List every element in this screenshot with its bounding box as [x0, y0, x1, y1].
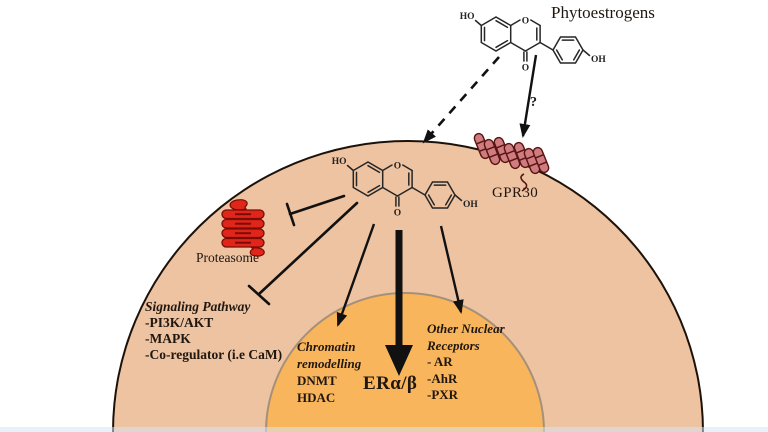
chromatin-item-hdac: HDAC	[297, 390, 336, 405]
signaling-item-coregulator: -Co-regulator (i.e CaM)	[145, 347, 283, 362]
other-receptors-header-line1: Other Nuclear	[427, 321, 505, 336]
other-receptor-ar: - AR	[427, 354, 453, 369]
signaling-inhibition-tbar	[247, 201, 359, 306]
proteasome-inhibition-tbar	[285, 194, 346, 227]
other-receptors-arrow	[439, 225, 464, 314]
chromatin-arrow	[336, 223, 376, 327]
er-alpha-beta-label: ERα/β	[363, 373, 418, 394]
er-thick-arrow	[385, 230, 413, 376]
gpr30-label: GPR30	[492, 185, 539, 201]
chromatin-header-line2: remodelling	[297, 356, 362, 371]
phytoestrogens-label: Phytoestrogens	[551, 3, 655, 22]
gpr30-receptor-icon	[473, 132, 550, 192]
other-receptors-header-line2: Receptors	[427, 337, 480, 353]
bottom-edge-strip	[0, 427, 768, 432]
chromatin-header-line1: Chromatin	[297, 339, 356, 354]
chromatin-remodelling-block: Chromatin remodelling DNMT HDAC	[297, 338, 361, 406]
proteasome-label: Proteasome	[196, 250, 259, 265]
other-nuclear-receptors-block: Other Nuclear Receptors - AR -AhR -PXR	[427, 321, 505, 404]
signaling-item-mapk: -MAPK	[145, 331, 191, 346]
signaling-pathway-block: Signaling Pathway -PI3K/AKT -MAPK -Co-re…	[145, 299, 282, 363]
other-receptor-ahr: -AhR	[427, 370, 458, 386]
other-receptor-pxr: -PXR	[427, 387, 459, 402]
proteasome-icon	[221, 199, 265, 257]
signaling-pathway-header: Signaling Pathway	[145, 299, 251, 314]
diffusion-dashed-arrow	[422, 56, 500, 144]
chromatin-item-dnmt: DNMT	[297, 373, 337, 388]
gpr30-arrow	[519, 54, 538, 138]
signaling-item-pi3k-akt: -PI3K/AKT	[145, 315, 214, 330]
question-mark-label: ?	[530, 95, 537, 110]
phytoestrogen-molecule-intracellular	[330, 156, 480, 220]
